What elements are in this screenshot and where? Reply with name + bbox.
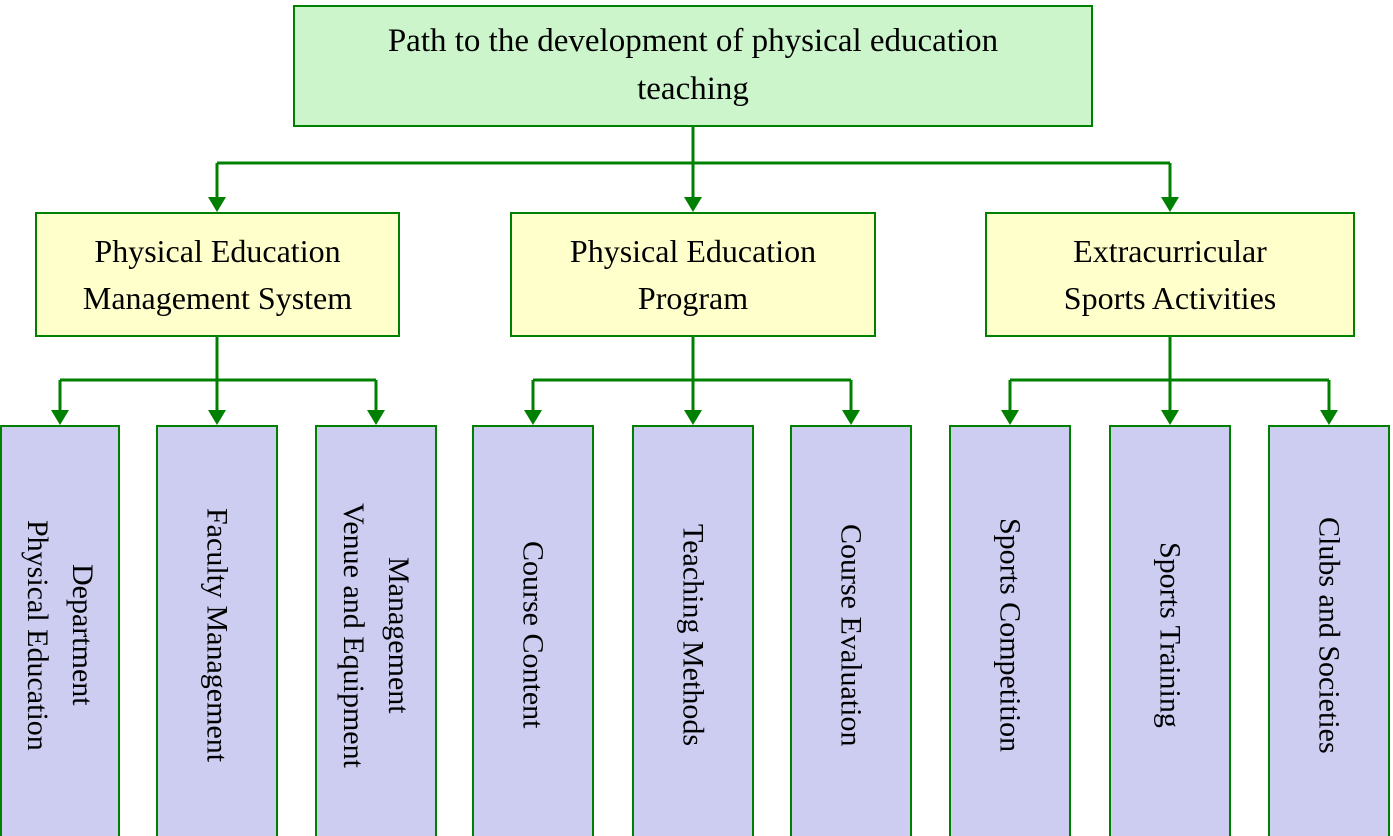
arrowhead [1001, 410, 1019, 425]
leaf-course-evaluation: Course Evaluation [790, 425, 912, 836]
leaf-label: Clubs and Societies [1312, 516, 1346, 754]
node-root-label: Path to the development of physical educ… [387, 23, 999, 107]
leaf-sports-competition: Sports Competition [949, 425, 1071, 836]
node-extracurricular-label: Extracurricular Sports Activities [1063, 233, 1277, 316]
leaf-physical-education-department: Physical Education Department [0, 425, 120, 836]
arrowhead [1161, 410, 1179, 425]
leaf-label: Venue and Equipment Management [337, 502, 415, 768]
arrowhead [842, 410, 860, 425]
branch1-tree [531, 337, 853, 413]
leaf-label: Course Evaluation [834, 523, 868, 747]
leaf-label: Sports Competition [993, 517, 1027, 753]
leaf-label: Sports Training [1153, 542, 1187, 728]
leaf-sports-training: Sports Training [1109, 425, 1231, 836]
node-extracurricular: Extracurricular Sports Activities [985, 212, 1355, 337]
arrowhead [524, 410, 542, 425]
leaf-faculty-management: Faculty Management [156, 425, 278, 836]
node-pe-program: Physical Education Program [510, 212, 876, 337]
leaf-label: Faculty Management [200, 507, 234, 763]
arrowhead [684, 410, 702, 425]
arrowhead [51, 410, 69, 425]
node-management-system-label: Physical Education Management System [82, 233, 353, 316]
leaf-venue-equipment-management: Venue and Equipment Management [315, 425, 437, 836]
tier1-drops [215, 163, 1172, 200]
arrowhead [208, 197, 226, 212]
node-management-system: Physical Education Management System [35, 212, 400, 337]
arrowhead [367, 410, 385, 425]
branch0-tree [58, 337, 378, 413]
arrowhead [208, 410, 226, 425]
leaf-label: Physical Education Department [21, 519, 99, 751]
node-root: Path to the development of physical educ… [293, 5, 1093, 127]
branch2-tree [1008, 337, 1331, 413]
leaf-clubs-and-societies: Clubs and Societies [1268, 425, 1390, 836]
leaf-teaching-methods: Teaching Methods [632, 425, 754, 836]
arrowhead [1161, 197, 1179, 212]
leaf-label: Teaching Methods [676, 523, 710, 746]
leaf-course-content: Course Content [472, 425, 594, 836]
node-pe-program-label: Physical Education Program [569, 233, 817, 316]
leaf-label: Course Content [516, 541, 550, 729]
arrowhead [1320, 410, 1338, 425]
arrowhead [684, 197, 702, 212]
